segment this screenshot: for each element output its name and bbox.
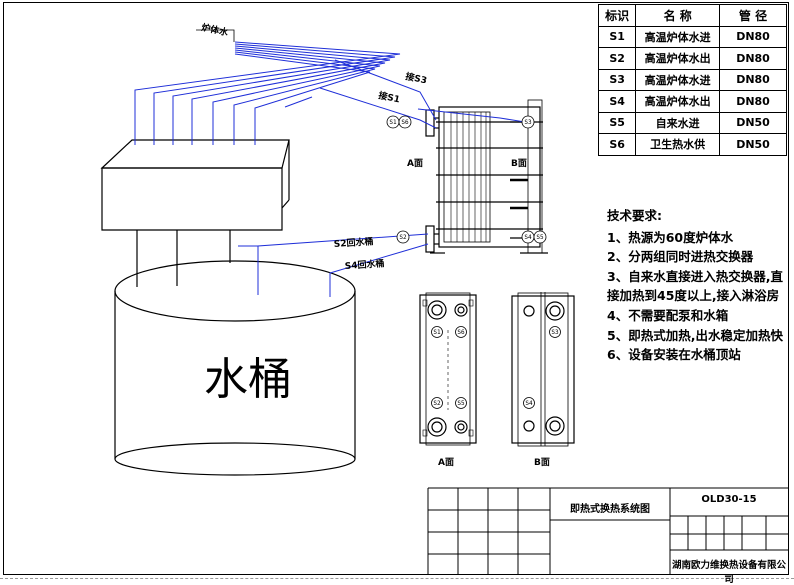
- row-name: 高温炉体水出: [635, 47, 721, 70]
- table-row: S5 自来水进 DN50: [597, 111, 787, 134]
- row-size: DN80: [719, 47, 787, 70]
- port-label: S6: [401, 119, 409, 126]
- port-label: S3: [524, 119, 532, 126]
- port-label: S6: [457, 329, 465, 336]
- port-label: S1: [389, 119, 397, 126]
- port-s5-marker: [533, 230, 547, 244]
- requirement-item: 4、不需要配泵和水箱: [607, 307, 729, 323]
- row-id: S5: [597, 111, 637, 134]
- pipes-blue: [134, 41, 526, 297]
- return-s2-label: S2回水桶: [333, 235, 373, 250]
- table-row: S6 卫生热水供 DN50: [597, 133, 787, 156]
- port-label: S5: [536, 234, 544, 241]
- port-label: S3: [551, 329, 559, 336]
- return-s4-label: S4回水桶: [344, 257, 384, 272]
- drawing-code: OLD30-15: [701, 494, 757, 505]
- row-name: 卫生热水供: [635, 133, 721, 156]
- port-label: S5: [457, 400, 465, 407]
- table-row: S4 高温炉体水出 DN80: [597, 90, 787, 113]
- back-view-b: [511, 292, 575, 447]
- box-front: [101, 167, 283, 231]
- requirement-item: 2、分两组同时进热交换器: [607, 249, 754, 265]
- collector-box: [100, 139, 290, 287]
- port-s3-marker: [521, 115, 535, 129]
- requirement-item: 6、设备安装在水桶顶站: [607, 347, 741, 363]
- table-row: S3 高温炉体水进 DN80: [597, 68, 787, 91]
- row-name: 自来水进: [635, 111, 721, 134]
- row-name: 高温炉体水进: [635, 25, 721, 48]
- row-size: DN50: [719, 111, 787, 134]
- table-row: S2 高温炉体水出 DN80: [597, 47, 787, 70]
- pipe-s2: [238, 233, 429, 295]
- page-edge-dashed-line: [0, 578, 794, 579]
- table-row: S1 高温炉体水进 DN80: [597, 25, 787, 48]
- drawing-name: 即热式换热系统图: [570, 504, 650, 515]
- tech-requirements: 技术要求: 1、热源为60度炉体水 2、分两组同时进热交换器 3、自来水直接进入…: [607, 206, 787, 365]
- header-id: 标识: [597, 4, 637, 27]
- port-s2-marker: [396, 230, 410, 244]
- row-id: S6: [597, 133, 637, 156]
- view-b-label: B面: [534, 457, 550, 468]
- front-view-a: [419, 292, 477, 446]
- water-tank: [114, 260, 356, 476]
- pipe-s1-label: 接S1: [377, 89, 401, 105]
- port-label: S1: [433, 329, 441, 336]
- view-a-label: A面: [438, 457, 454, 468]
- port-label: S4: [525, 400, 533, 407]
- row-size: DN80: [719, 68, 787, 91]
- row-size: DN50: [719, 133, 787, 156]
- phe-frame: [438, 106, 541, 248]
- tech-requirements-title: 技术要求:: [607, 208, 662, 223]
- pipe-s3-label: 接S3: [404, 70, 428, 86]
- row-id: S2: [597, 47, 637, 70]
- port-label: S2: [433, 400, 441, 407]
- row-size: DN80: [719, 90, 787, 113]
- pipe-s4: [329, 243, 429, 297]
- spec-header-row: 标识 名 称 管 径: [597, 4, 787, 27]
- requirement-item: 5、即热式加热,出水稳定加热快: [607, 327, 783, 343]
- pipe-spec-table: 标识 名 称 管 径 S1 高温炉体水进 DN80 S2 高温炉体水出 DN80…: [597, 4, 787, 156]
- row-size: DN80: [719, 25, 787, 48]
- row-id: S3: [597, 68, 637, 91]
- view-b-frame: [511, 295, 575, 444]
- company-name: 湖南欧力维换热设备有限公司: [672, 560, 787, 585]
- header-name: 名 称: [635, 4, 721, 27]
- port-markers: [386, 115, 561, 409]
- row-name: 高温炉体水进: [635, 68, 721, 91]
- header-size: 管 径: [719, 4, 787, 27]
- requirement-item: 3、自来水直接进入热交换器,直接加热到45度以上,接入淋浴房: [607, 268, 783, 304]
- row-id: S4: [597, 90, 637, 113]
- port-label: S2: [399, 234, 407, 241]
- requirement-item: 1、热源为60度炉体水: [607, 229, 734, 245]
- port-s6-marker: [398, 115, 412, 129]
- tank-top-ellipse: [114, 260, 356, 322]
- row-name: 高温炉体水出: [635, 90, 721, 113]
- boiler-water-leader: [196, 29, 235, 42]
- tank-label: 水桶: [204, 354, 292, 405]
- port-marker-labels: S1 S6 S3 S2 S4 S5 S1 S6 S2 S5 S3 S4: [389, 119, 559, 407]
- tank-bottom-ellipse: [114, 442, 356, 476]
- face-a-label: A面: [407, 158, 423, 169]
- pipe-s1: [319, 87, 437, 129]
- box-top: [100, 139, 290, 169]
- view-a-frame: [419, 294, 477, 444]
- port-label: S4: [524, 234, 532, 241]
- row-id: S1: [597, 25, 637, 48]
- drawing-frame: [3, 2, 789, 575]
- boiler-water-label: 炉体水: [200, 21, 230, 39]
- face-b-label: B面: [511, 158, 527, 169]
- title-block-grid: [427, 487, 789, 575]
